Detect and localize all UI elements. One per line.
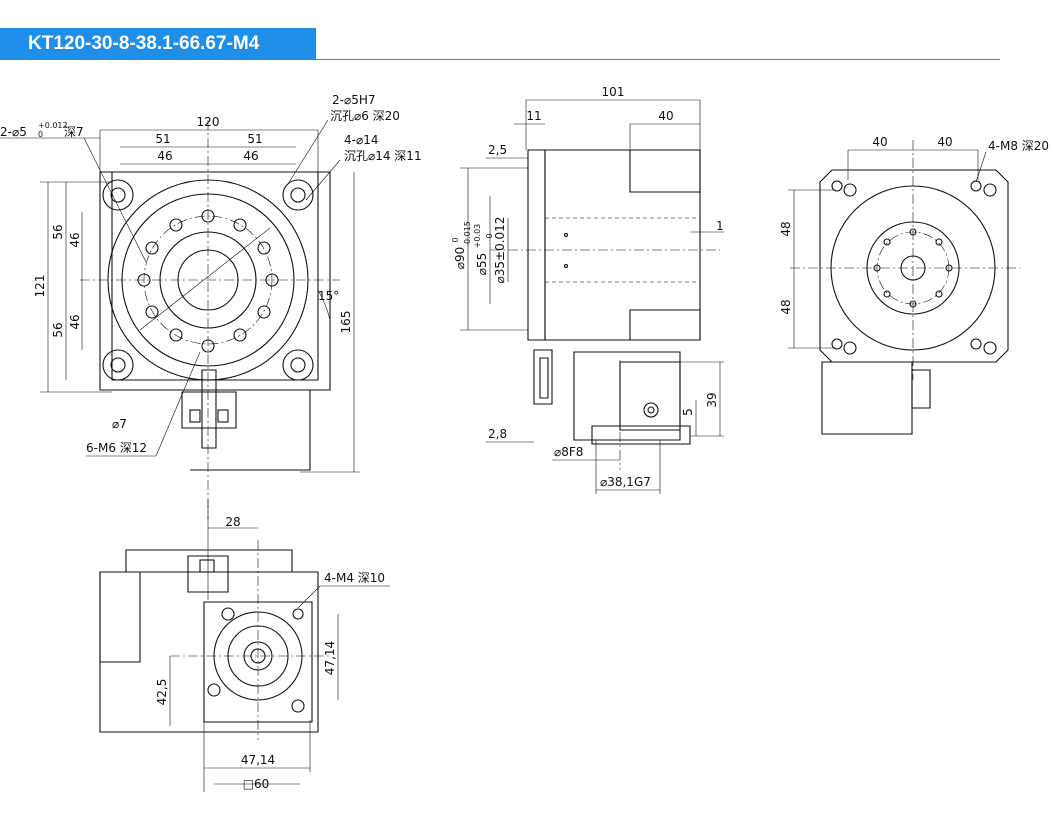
dim-55-tolerance-low: 0	[485, 233, 494, 238]
dim-11: 11	[526, 109, 541, 123]
dim-90: ⌀90	[453, 247, 467, 270]
label-pin-holes: 2-⌀5	[0, 125, 27, 139]
title-divider	[0, 59, 1000, 60]
label-pin-tolerance-low: 0	[38, 130, 43, 139]
dim-90-tolerance-high: 0	[451, 237, 460, 242]
dim-38-1: ⌀38,1G7	[600, 475, 651, 489]
label-pin-depth: 深7	[64, 125, 84, 139]
page-title: KT120-30-8-38.1-66.67-M4	[0, 28, 316, 60]
dim-46-top: 46	[68, 232, 82, 247]
label-m6: 6-M6 深12	[86, 441, 147, 455]
angle-15: 15°	[318, 289, 339, 303]
label-m8: 4-M8 深20	[988, 139, 1049, 153]
dim-60: □60	[243, 777, 270, 791]
dim-48-top: 48	[779, 221, 793, 236]
dim-1: 1	[716, 219, 724, 233]
dim-46-bottom: 46	[68, 314, 82, 329]
dim-39: 39	[705, 392, 719, 407]
dim-5: 5	[681, 408, 695, 416]
dim-165: 165	[339, 311, 353, 334]
dim-101: 101	[602, 85, 625, 99]
dim-8f8: ⌀8F8	[554, 445, 583, 459]
dim-28: 28	[225, 515, 240, 529]
dim-42-5: 42,5	[155, 679, 169, 706]
bottom-view: 28 4-M4 深10 47,14 42,5 47,14 □60	[99, 500, 390, 792]
dim-40-right: 40	[937, 135, 952, 149]
side-view: 101 11 40 2,5 ⌀90 -0.015 0 ⌀55 +0.03 0 ⌀…	[451, 85, 724, 494]
dim-2-5: 2,5	[488, 143, 507, 157]
dim-51-right: 51	[247, 132, 262, 146]
dim-121: 121	[33, 275, 47, 298]
dim-51-left: 51	[155, 132, 170, 146]
dim-46-right: 46	[243, 149, 258, 163]
label-5h7: 2-⌀5H7	[332, 93, 375, 107]
dim-56-top: 56	[51, 224, 65, 239]
dim-90-tolerance: -0.015	[463, 221, 472, 247]
dim-35: ⌀35±0.012	[493, 217, 507, 284]
dim-40-left: 40	[872, 135, 887, 149]
front-view: 120 51 51 46 46 121 56 46 56 46 165 15° …	[0, 93, 422, 520]
label-5h7-counterbore: 沉孔⌀6 深20	[330, 109, 400, 123]
dim-40: 40	[658, 109, 673, 123]
dim-120: 120	[197, 115, 220, 129]
dim-55: ⌀55	[475, 253, 489, 276]
dia-7: ⌀7	[112, 417, 127, 431]
label-14-counterbore: 沉孔⌀14 深11	[344, 149, 422, 163]
dim-48-bottom: 48	[779, 299, 793, 314]
label-14: 4-⌀14	[344, 133, 378, 147]
dim-2-8: 2,8	[488, 427, 507, 441]
dim-47-14-vertical: 47,14	[323, 641, 337, 675]
label-pin-tolerance: +0.012	[38, 121, 68, 130]
dim-55-tolerance: +0.03	[473, 224, 482, 249]
right-view: 40 40 4-M8 深20 48 48	[779, 135, 1049, 435]
dim-46-left: 46	[157, 149, 172, 163]
dim-47-14-horizontal: 47,14	[241, 753, 275, 767]
label-m4: 4-M4 深10	[324, 571, 385, 585]
dim-56-bottom: 56	[51, 322, 65, 337]
